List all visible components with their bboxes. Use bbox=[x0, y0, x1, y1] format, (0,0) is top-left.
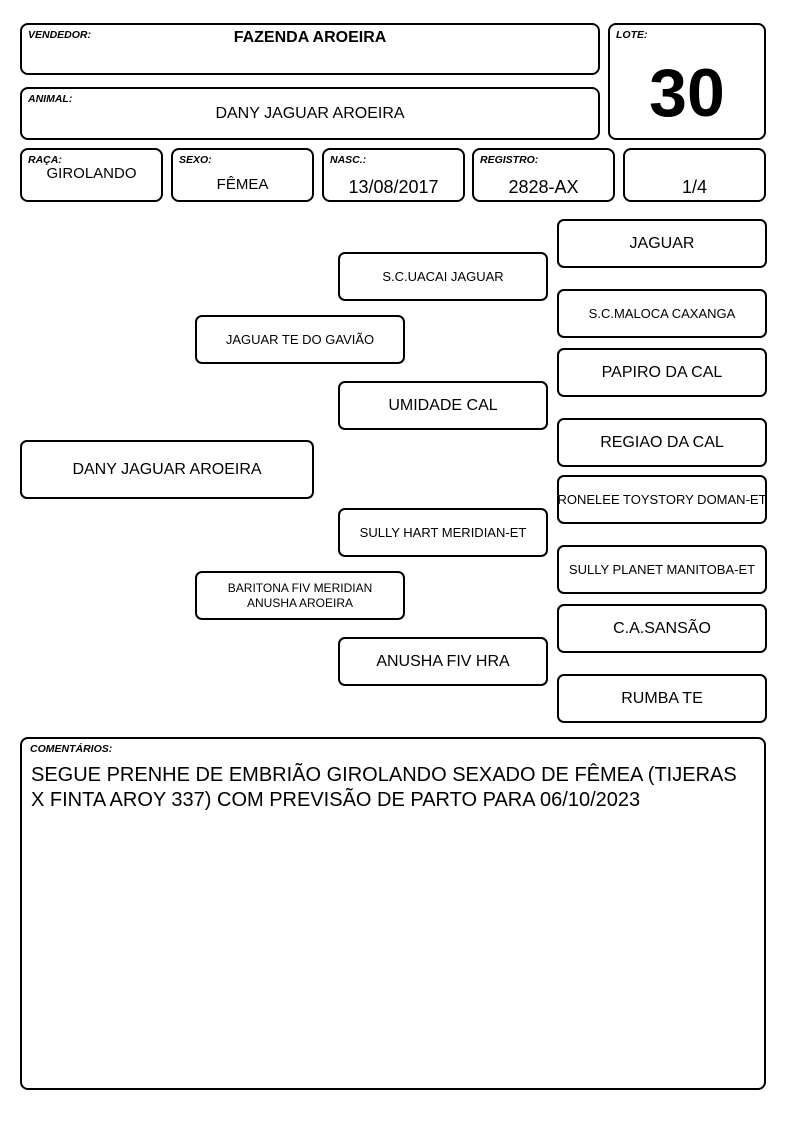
birth-box: NASC.: 13/08/2017 bbox=[322, 148, 465, 202]
fraction-value: 1/4 bbox=[681, 177, 708, 197]
vendor-box: VENDEDOR: FAZENDA AROEIRA bbox=[20, 23, 600, 75]
pedigree-ggp-4: REGIAO DA CAL bbox=[557, 418, 767, 467]
animal-label: ANIMAL: bbox=[28, 93, 73, 105]
comments-label: COMENTÁRIOS: bbox=[30, 743, 113, 755]
registry-box: REGISTRO: 2828-AX bbox=[472, 148, 615, 202]
vendor-value: FAZENDA AROEIRA bbox=[233, 29, 387, 46]
sex-label: SEXO: bbox=[179, 154, 212, 166]
pedigree-ggp-2: S.C.MALOCA CAXANGA bbox=[557, 289, 767, 338]
birth-label: NASC.: bbox=[330, 154, 367, 166]
pedigree-sire-dam: UMIDADE CAL bbox=[338, 381, 548, 430]
animal-value: DANY JAGUAR AROEIRA bbox=[215, 105, 405, 122]
registry-value: 2828-AX bbox=[508, 177, 579, 197]
sex-value: FÊMEA bbox=[216, 176, 269, 193]
pedigree-ggp-6: SULLY PLANET MANITOBA-ET bbox=[557, 545, 767, 594]
comments-box: COMENTÁRIOS: SEGUE PRENHE DE EMBRIÃO GIR… bbox=[20, 737, 766, 1090]
vendor-label: VENDEDOR: bbox=[28, 29, 92, 41]
breed-label: RAÇA: bbox=[28, 154, 62, 166]
pedigree-ggp-1: JAGUAR bbox=[557, 219, 767, 268]
animal-box: ANIMAL: DANY JAGUAR AROEIRA bbox=[20, 87, 600, 140]
lot-box: LOTE: 30 bbox=[608, 23, 766, 140]
pedigree-animal: DANY JAGUAR AROEIRA bbox=[20, 440, 314, 499]
pedigree-sire: JAGUAR TE DO GAVIÃO bbox=[195, 315, 405, 364]
pedigree-dam-sire: SULLY HART MERIDIAN-ET bbox=[338, 508, 548, 557]
pedigree-dam-dam: ANUSHA FIV HRA bbox=[338, 637, 548, 686]
registry-label: REGISTRO: bbox=[480, 154, 539, 166]
breed-box: RAÇA: GIROLANDO bbox=[20, 148, 163, 202]
fraction-box: 1/4 bbox=[623, 148, 766, 202]
comments-text: SEGUE PRENHE DE EMBRIÃO GIROLANDO SEXADO… bbox=[31, 764, 737, 811]
pedigree-ggp-8: RUMBA TE bbox=[557, 674, 767, 723]
birth-value: 13/08/2017 bbox=[348, 177, 439, 197]
pedigree-ggp-3: PAPIRO DA CAL bbox=[557, 348, 767, 397]
sex-box: SEXO: FÊMEA bbox=[171, 148, 314, 202]
pedigree-ggp-7: C.A.SANSÃO bbox=[557, 604, 767, 653]
pedigree-dam: BARITONA FIV MERIDIAN ANUSHA AROEIRA bbox=[195, 571, 405, 620]
lot-number: 30 bbox=[649, 55, 725, 131]
pedigree-ggp-5: RONELEE TOYSTORY DOMAN-ET bbox=[557, 475, 767, 524]
lot-label: LOTE: bbox=[616, 29, 648, 41]
pedigree-sire-sire: S.C.UACAI JAGUAR bbox=[338, 252, 548, 301]
breed-value: GIROLANDO bbox=[46, 165, 137, 182]
